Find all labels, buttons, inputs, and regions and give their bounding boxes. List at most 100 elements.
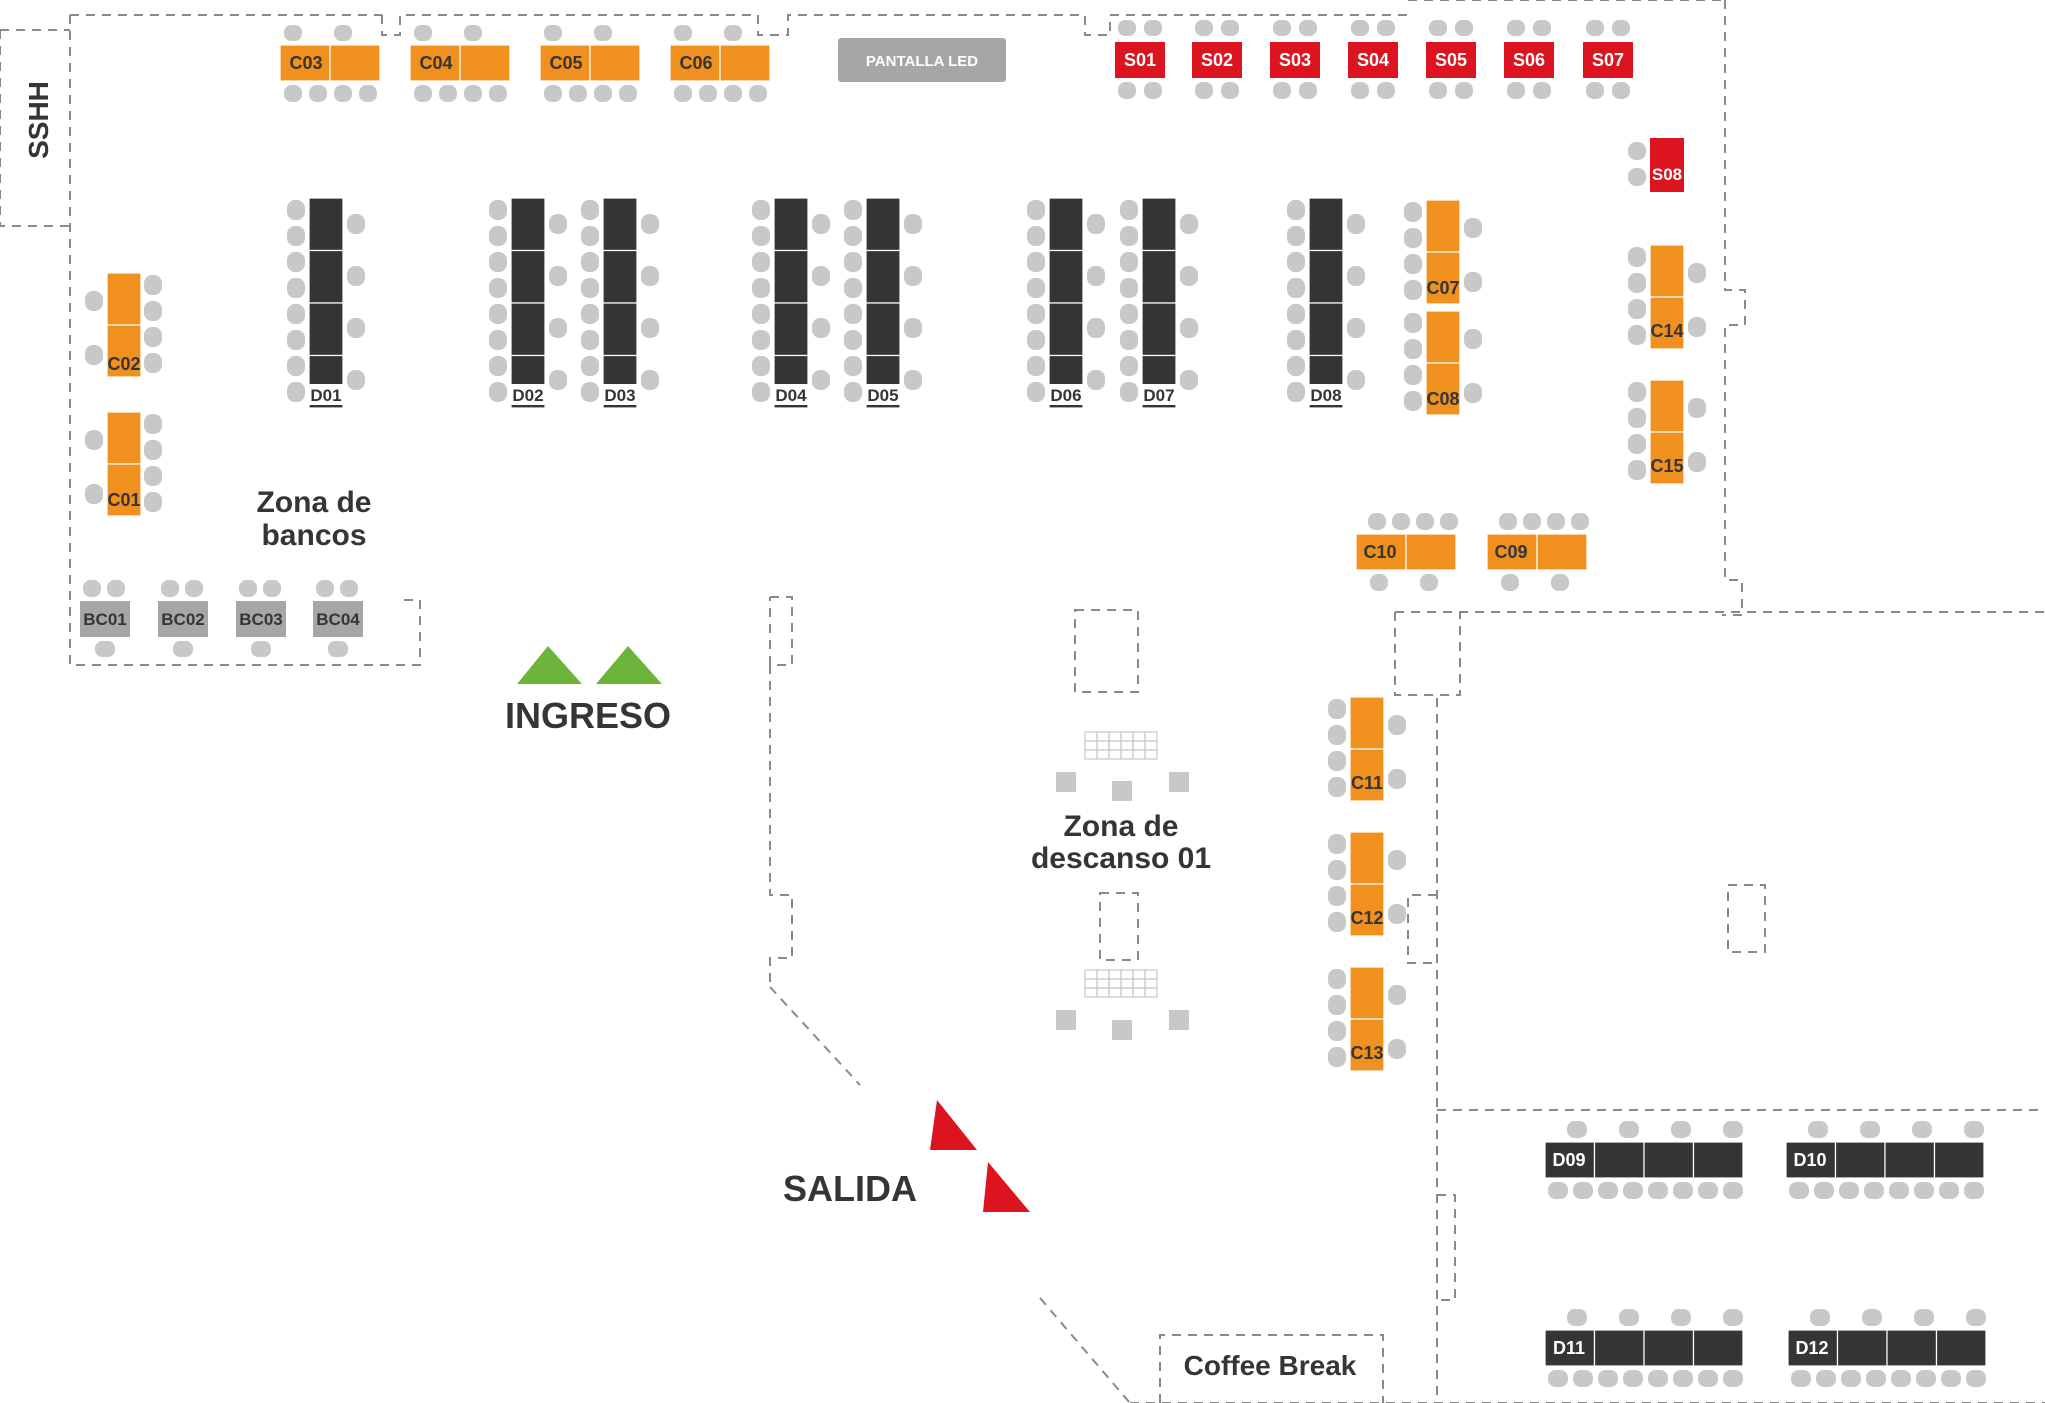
table-segment: [589, 44, 641, 82]
chair: [1523, 513, 1541, 530]
bench-bc02: BC02: [161, 610, 204, 629]
table-segment: [602, 249, 638, 304]
table-segment: [719, 44, 771, 82]
chair: [287, 226, 305, 246]
chair: [185, 580, 203, 597]
table-segment: [1834, 1141, 1886, 1179]
chair: [489, 85, 507, 102]
decor-layer: [517, 38, 1030, 1212]
chair: [1328, 860, 1346, 880]
chair: [144, 301, 162, 321]
chair: [1287, 304, 1305, 324]
chair: [1464, 272, 1482, 292]
chair: [1388, 985, 1406, 1005]
chair: [1671, 1121, 1691, 1138]
chair: [347, 318, 365, 338]
chair: [1628, 273, 1646, 293]
chair: [489, 226, 507, 246]
red-table: [1650, 138, 1684, 192]
chair: [1567, 1309, 1587, 1326]
chair: [1420, 574, 1438, 591]
chair: [1916, 1370, 1936, 1387]
chair: [1628, 325, 1646, 345]
chair: [287, 252, 305, 272]
chair: [1688, 398, 1706, 418]
table-segment: [1349, 748, 1385, 802]
chair: [641, 266, 659, 286]
chair: [1939, 1182, 1959, 1199]
chair: [1464, 329, 1482, 349]
chair: [544, 25, 562, 41]
table-segment: [1935, 1329, 1987, 1367]
red-table: [1583, 42, 1633, 78]
table-segment: [106, 463, 142, 517]
chair: [1388, 850, 1406, 870]
table-d01: D01: [310, 386, 341, 405]
table-segment: [308, 302, 344, 357]
chair: [1287, 382, 1305, 402]
table-segment: [106, 324, 142, 378]
table-d06-badge: [1047, 384, 1085, 405]
table-segment: [1405, 533, 1457, 571]
chair: [340, 580, 358, 597]
table-segment: [1048, 302, 1084, 357]
rest-grid-cell: [1144, 749, 1158, 760]
chair: [1839, 1182, 1859, 1199]
table-c15: C15: [1650, 456, 1683, 476]
table-c07: C07: [1426, 278, 1459, 298]
wall-segment: [0, 29, 70, 227]
table-d02: D02: [512, 386, 543, 405]
chair: [1628, 299, 1646, 319]
chair: [752, 330, 770, 350]
table-segment: [1536, 533, 1588, 571]
table-segment: [510, 197, 546, 252]
chair: [1455, 82, 1473, 99]
red-table: [1504, 42, 1554, 78]
table-segment: [1308, 249, 1344, 304]
chair: [1370, 574, 1388, 591]
chair: [812, 214, 830, 234]
chair: [1914, 1309, 1934, 1326]
chair: [1273, 82, 1291, 99]
table-segment: [1836, 1329, 1888, 1367]
rest-seat: [1056, 772, 1076, 792]
chair: [1287, 330, 1305, 350]
chair: [144, 492, 162, 512]
table-d03-badge: [601, 384, 639, 405]
wall-segment: [769, 665, 793, 987]
chair: [251, 641, 271, 657]
chair: [144, 353, 162, 373]
chair: [1628, 168, 1646, 186]
chair: [1619, 1309, 1639, 1326]
chair: [1027, 226, 1045, 246]
chair: [844, 226, 862, 246]
chair: [287, 304, 305, 324]
chair: [85, 345, 103, 365]
chair: [1573, 1370, 1593, 1387]
chair: [1533, 20, 1551, 36]
chair: [1941, 1370, 1961, 1387]
chair: [1328, 1021, 1346, 1041]
chair: [594, 25, 612, 41]
chair: [1862, 1309, 1882, 1326]
chair: [1723, 1121, 1743, 1138]
table-segment: [1425, 199, 1461, 253]
chair: [1351, 82, 1369, 99]
entry-arrow-icon: [517, 646, 582, 684]
table-c09: C09: [1494, 542, 1527, 562]
chair: [1808, 1121, 1828, 1138]
table-segment: [1787, 1329, 1839, 1367]
bench-table: [236, 601, 286, 637]
led-screen-label: PANTALLA LED: [866, 53, 978, 70]
table-segment: [1141, 249, 1177, 304]
chair: [1087, 370, 1105, 390]
bench-table: [313, 601, 363, 637]
table-s08: S08: [1652, 165, 1682, 184]
table-c08: C08: [1426, 389, 1459, 409]
table-segment: [1649, 379, 1685, 433]
sshh-label: SSHH: [23, 81, 54, 159]
wall-segment: [70, 0, 1725, 36]
stations-layer: [307, 384, 1345, 405]
chair: [1548, 1370, 1568, 1387]
